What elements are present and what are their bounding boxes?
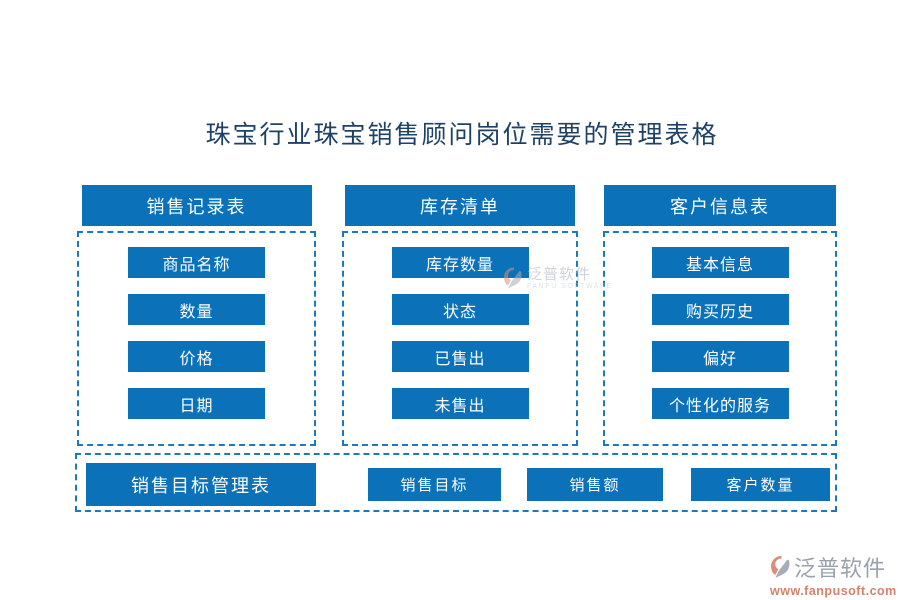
sales-record-group: 商品名称 数量 价格 日期 [77, 231, 316, 446]
node-customer-count: 客户数量 [691, 468, 830, 501]
header-sales-record-table: 销售记录表 [81, 185, 312, 226]
column-inventory: 库存清单 库存数量 状态 已售出 未售出 [342, 185, 578, 446]
node-sales-target: 销售目标 [368, 468, 501, 501]
header-customer-info-table: 客户信息表 [604, 185, 836, 226]
page-title: 珠宝行业珠宝销售顾问岗位需要的管理表格 [205, 122, 719, 149]
node-product-name: 商品名称 [128, 247, 265, 278]
node-sold: 已售出 [391, 341, 529, 372]
header-inventory-list: 库存清单 [345, 185, 575, 226]
sales-target-group: 销售目标管理表 销售目标 销售额 客户数量 [75, 453, 837, 512]
watermark-corner-name: 泛普软件 [794, 556, 887, 581]
column-sales-record: 销售记录表 商品名称 数量 价格 日期 [77, 185, 316, 446]
watermark-corner-url: www.fanpusoft.com [770, 584, 897, 598]
node-basic-info: 基本信息 [651, 247, 789, 278]
node-sales-amount: 销售额 [527, 468, 663, 501]
node-stock-quantity: 库存数量 [391, 247, 529, 278]
node-status: 状态 [391, 294, 529, 325]
node-purchase-history: 购买历史 [651, 294, 789, 325]
node-personalized-service: 个性化的服务 [651, 388, 789, 419]
node-unsold: 未售出 [391, 388, 529, 419]
node-price: 价格 [128, 341, 265, 372]
watermark-corner: 泛普软件 www.fanpusoft.com [770, 551, 897, 598]
customer-info-group: 基本信息 购买历史 偏好 个性化的服务 [603, 231, 837, 446]
column-customer-info: 客户信息表 基本信息 购买历史 偏好 个性化的服务 [603, 185, 837, 446]
node-date: 日期 [128, 388, 265, 419]
node-preference: 偏好 [651, 341, 789, 372]
inventory-group: 库存数量 状态 已售出 未售出 [342, 231, 578, 446]
header-sales-target-table: 销售目标管理表 [86, 463, 316, 506]
node-quantity: 数量 [128, 294, 265, 325]
fanpu-logo-icon [771, 555, 790, 579]
